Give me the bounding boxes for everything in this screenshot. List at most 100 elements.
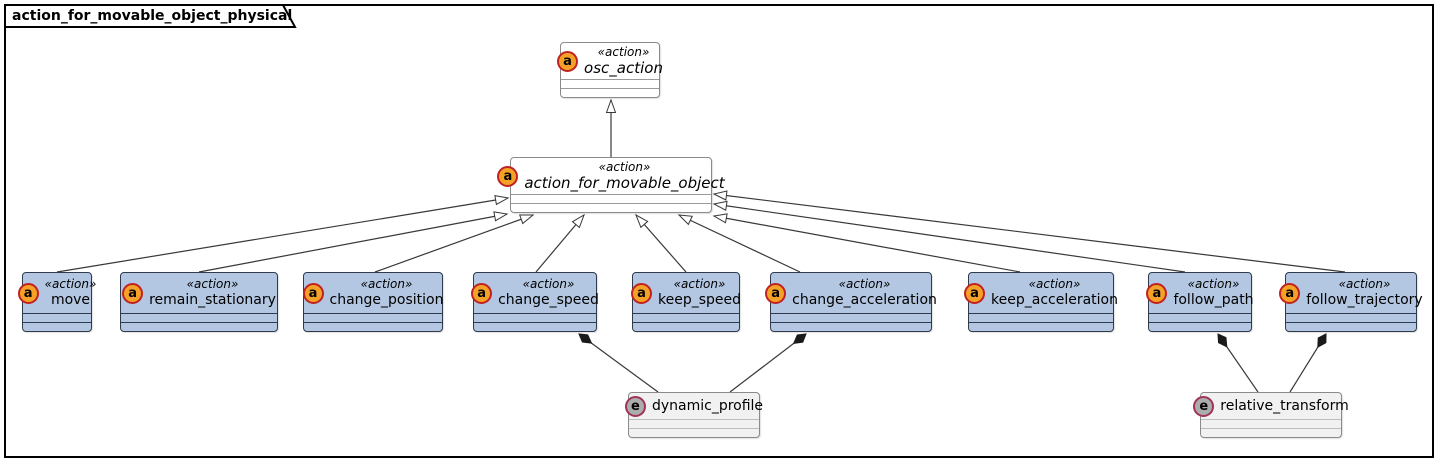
class-change-acceleration[interactable]: a «action» change_acceleration [765,272,937,332]
compartment-divider [629,428,759,429]
class-name: keep_acceleration [991,291,1118,308]
fields-compartment [771,314,931,322]
compartment-divider [304,313,442,314]
edge-change-acceleration [677,214,801,273]
methods-compartment [474,323,596,331]
edge-remain-stationary [198,211,509,273]
class-header: a «action» change_acceleration [765,273,937,313]
class-move[interactable]: a «action» move [17,272,96,332]
compartment-divider [1201,428,1341,429]
abstract-class-a-icon: a [631,282,652,304]
stereotype-label: «action» [360,277,413,292]
abstract-class-a-icon: a [17,282,39,304]
abstract-class-a-icon: a [964,282,986,304]
class-header: a «action» change_speed [471,273,599,313]
class-osc-action[interactable]: a «action» osc_action [557,42,663,98]
fields-compartment [969,314,1113,322]
edge-change-position [374,214,535,273]
compartment-divider [304,322,442,323]
methods-compartment [1149,323,1251,331]
class-header: a «action» keep_speed [631,273,742,313]
compartment-divider [561,88,659,89]
compartment-divider [121,322,277,323]
class-action-for-movable-object[interactable]: a «action» action_for_movable_object [497,157,725,213]
stereotype-label: «action» [1028,277,1081,292]
fields-compartment [629,420,759,428]
abstract-class-a-icon: a [765,282,787,304]
edge-follow-path [712,200,1186,273]
compartment-divider [1149,313,1251,314]
methods-compartment [1201,429,1341,437]
class-header: a «action» action_for_movable_object [497,158,725,194]
methods-compartment [1286,323,1416,331]
class-header: a «action» osc_action [557,43,663,79]
compartment-divider [474,322,596,323]
class-change-speed[interactable]: a «action» change_speed [471,272,599,332]
enum-dynamic-profile[interactable]: e dynamic_profile [624,392,764,438]
class-keep-acceleration[interactable]: a «action» keep_acceleration [964,272,1118,332]
class-name: follow_path [1173,291,1254,308]
compartment-divider [1286,313,1416,314]
class-name: remain_stationary [149,291,276,308]
fields-compartment [23,314,91,322]
methods-compartment [121,323,277,331]
class-header: a «action» follow_path [1146,273,1254,313]
class-change-position[interactable]: a «action» change_position [302,272,444,332]
class-name: change_acceleration [792,291,937,308]
enum-e-icon: e [1193,395,1215,417]
enum-relative-transform[interactable]: e relative_transform [1193,392,1349,438]
frame-title: action_for_movable_object_physical [12,8,293,24]
class-name: change_position [329,291,444,308]
fields-compartment [304,314,442,322]
abstract-class-a-icon: a [122,282,144,304]
class-follow-path[interactable]: a «action» follow_path [1146,272,1254,332]
compartment-divider [1201,419,1341,420]
compartment-divider [1286,322,1416,323]
edge-move [56,194,510,273]
edge-follow-trajectory [712,190,1346,273]
stereotype-label: «action» [598,159,651,174]
compartment-divider [561,79,659,80]
class-header: a «action» remain_stationary [121,273,277,313]
stereotype-label: «action» [1338,277,1391,292]
methods-compartment [629,429,759,437]
fields-compartment [1201,420,1341,428]
edge-keep-acceleration [712,213,1021,273]
compartment-divider [969,313,1113,314]
methods-compartment [633,323,739,331]
methods-compartment [511,204,711,212]
class-name: relative_transform [1220,397,1349,414]
abstract-class-a-icon: a [1146,282,1168,304]
stereotype-label: «action» [597,44,650,59]
class-header: a «action» follow_trajectory [1279,273,1423,313]
compartment-divider [121,313,277,314]
compartment-divider [511,194,711,195]
methods-compartment [969,323,1113,331]
methods-compartment [771,323,931,331]
edge-relative-transform-follow-trajectory [1289,334,1326,393]
edge-relative-transform-follow-path [1218,334,1259,393]
abstract-class-a-icon: a [497,165,519,187]
compartment-divider [474,313,596,314]
methods-compartment [23,323,91,331]
class-name: osc_action [584,59,663,78]
abstract-class-a-icon: a [471,282,493,304]
class-header: a «action» move [17,273,96,313]
compartment-divider [771,322,931,323]
class-name: keep_speed [658,291,742,308]
class-remain-stationary[interactable]: a «action» remain_stationary [120,272,278,332]
abstract-class-a-icon: a [1279,282,1301,304]
class-header: a «action» change_position [302,273,444,313]
class-name: dynamic_profile [651,397,764,414]
compartment-divider [633,322,739,323]
enum-e-icon: e [624,395,646,417]
stereotype-label: «action» [838,277,891,292]
class-keep-speed[interactable]: a «action» keep_speed [631,272,742,332]
fields-compartment [1286,314,1416,322]
stereotype-label: «action» [673,277,726,292]
class-follow-trajectory[interactable]: a «action» follow_trajectory [1279,272,1423,332]
fields-compartment [561,80,659,88]
fields-compartment [121,314,277,322]
compartment-divider [629,419,759,420]
class-name: follow_trajectory [1306,291,1423,308]
